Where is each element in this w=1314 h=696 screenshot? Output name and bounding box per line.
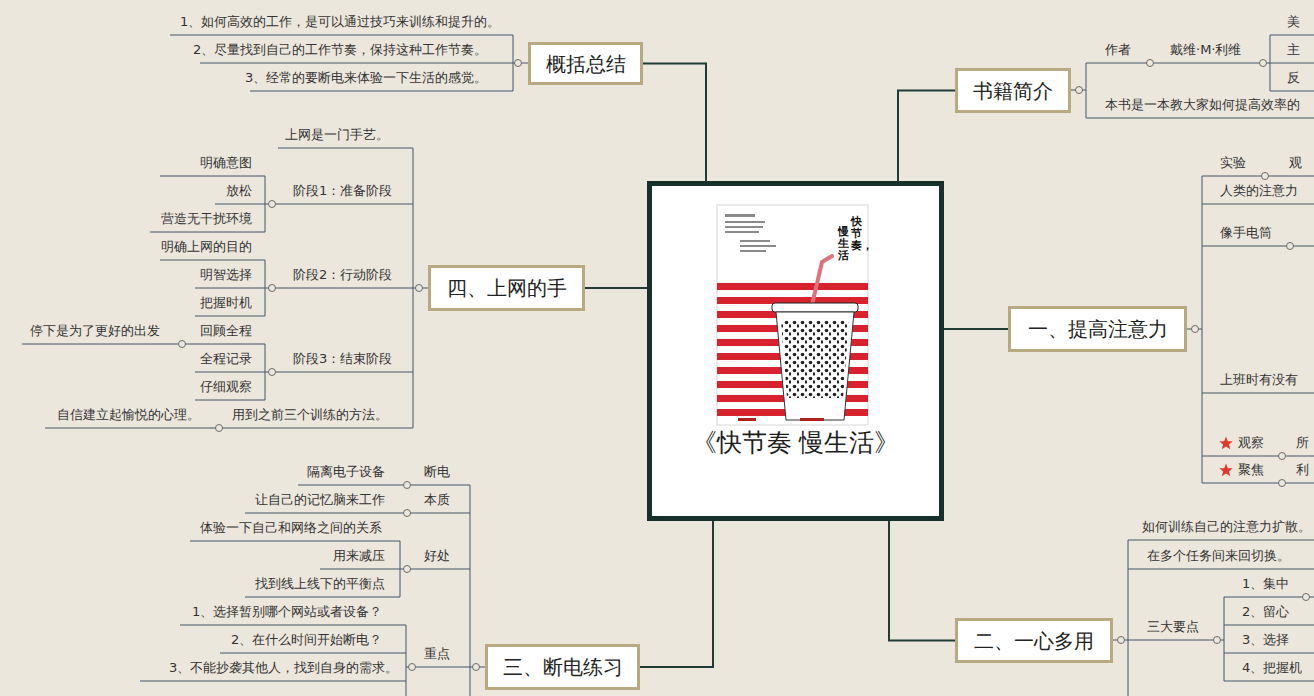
- leaf-text: 断电: [424, 464, 450, 480]
- leaf-text: 明确上网的目的: [161, 239, 252, 255]
- leaf-text: 放松: [226, 183, 252, 199]
- leaf-text: 营造无干扰环境: [161, 211, 252, 227]
- leaf-text: 像手电筒: [1220, 225, 1272, 241]
- leaf-text: 戴维·M·利维: [1170, 42, 1241, 58]
- topic-connector: [944, 328, 1008, 330]
- joint-circles: [179, 60, 1310, 671]
- leaf-text: 用到之前三个训练的方法。: [232, 407, 388, 423]
- leaf-text: 实验: [1220, 155, 1246, 171]
- leaf-text: 好处: [424, 548, 450, 564]
- leaf-text: 所: [1296, 435, 1309, 451]
- topic-connector: [585, 287, 647, 289]
- leaf-text: 如何训练自己的注意力扩散。: [1142, 519, 1311, 535]
- branch-topic: 四、上网的手: [428, 265, 585, 311]
- leaf-text: 上网是一门手艺。: [285, 127, 389, 143]
- leaf-text: 把握时机: [200, 295, 252, 311]
- branch-topic: 二、一心多用: [955, 618, 1113, 663]
- branch-topic: 一、提高注意力: [1008, 306, 1187, 352]
- topic-text: 一、提高注意力: [1028, 317, 1168, 341]
- leaf-text: 4、把握机: [1242, 660, 1302, 676]
- topic-connector: [889, 521, 955, 641]
- leaf-text: 自信建立起愉悦的心理。: [57, 407, 200, 423]
- leaf-text: 全程记录: [200, 351, 252, 367]
- topic-text: 三、断电练习: [503, 655, 623, 679]
- cover-title: 慢生活: [838, 226, 849, 262]
- central-ground: [647, 181, 944, 521]
- leaf-text: 2、尽量找到自己的工作节奏，保持这种工作节奏。: [193, 42, 487, 58]
- leaf-text: 2、在什么时间开始断电？: [231, 632, 382, 648]
- topic-connector: [640, 521, 713, 667]
- central-title: 《快节奏 慢生活》: [692, 428, 900, 458]
- leaf-text: 回顾全程: [200, 323, 252, 339]
- leaf-text: 仔细观察: [200, 379, 252, 395]
- leaf-text: 体验一下自己和网络之间的关系: [200, 520, 382, 536]
- topic-text: 书籍简介: [973, 79, 1053, 103]
- topic-connector: [643, 64, 706, 182]
- leaf-text: 让自己的记忆脑来工作: [255, 492, 385, 508]
- topic-text: 四、上网的手: [447, 276, 567, 300]
- topic-text: 概括总结: [546, 52, 626, 76]
- branch-topic: 书籍简介: [955, 68, 1071, 113]
- leaf-text: 阶段2：行动阶段: [293, 267, 392, 283]
- leaf-text: 在多个任务间来回切换。: [1147, 548, 1290, 564]
- leaf-text: 1、集中: [1242, 576, 1289, 592]
- leaf-text: 找到线上线下的平衡点: [255, 576, 385, 592]
- leaf-text: 3、选择: [1242, 632, 1289, 648]
- leaf-text: 重点: [424, 646, 450, 662]
- book-cover: [717, 205, 868, 425]
- leaf-text: 主: [1287, 42, 1300, 58]
- leaf-text: 隔离电子设备: [307, 464, 385, 480]
- leaf-text: 作者: [1105, 42, 1131, 58]
- leaf-text: 3、不能抄袭其他人，找到自身的需求。: [169, 660, 398, 676]
- leaf-text: 聚焦: [1238, 462, 1264, 478]
- leaf-text: 观: [1289, 155, 1302, 171]
- leaf-text: 阶段1：准备阶段: [293, 183, 392, 199]
- leaf-text: 3、经常的要断电来体验一下生活的感觉。: [245, 70, 487, 86]
- cover-title: 快节奏，: [851, 216, 862, 252]
- central-topic: 《快节奏 慢生活》: [647, 181, 944, 521]
- leaf-text: 明确意图: [200, 155, 252, 171]
- leaf-text: 明智选择: [200, 267, 252, 283]
- leaf-text: 利: [1296, 462, 1309, 478]
- leaf-text: 停下是为了更好的出发: [30, 323, 160, 339]
- leaf-text: 1、如何高效的工作，是可以通过技巧来训练和提升的。: [180, 14, 500, 30]
- leaf-text: 阶段3：结束阶段: [293, 351, 392, 367]
- leaf-text: 本质: [424, 492, 450, 508]
- leaf-text: 2、留心: [1242, 604, 1289, 620]
- branch-topic: 概括总结: [528, 42, 643, 85]
- branch-topic: 三、断电练习: [485, 644, 640, 690]
- leaf-text: 人类的注意力: [1220, 183, 1298, 199]
- topic-connector: [898, 91, 955, 182]
- leaf-text: 1、选择暂别哪个网站或者设备？: [192, 604, 382, 620]
- star-mark: [1219, 437, 1232, 477]
- leaf-text: 反: [1287, 70, 1300, 86]
- leaf-text: 用来减压: [333, 548, 385, 564]
- leaf-text: 本书是一本教大家如何提高效率的: [1105, 97, 1300, 113]
- topic-text: 二、一心多用: [974, 629, 1094, 653]
- leaf-text: 观察: [1238, 435, 1264, 451]
- leaf-text: 三大要点: [1147, 619, 1199, 635]
- branch-lines: [22, 35, 1314, 696]
- leaf-text: 美: [1287, 14, 1300, 30]
- leaf-text: 上班时有没有: [1220, 372, 1298, 388]
